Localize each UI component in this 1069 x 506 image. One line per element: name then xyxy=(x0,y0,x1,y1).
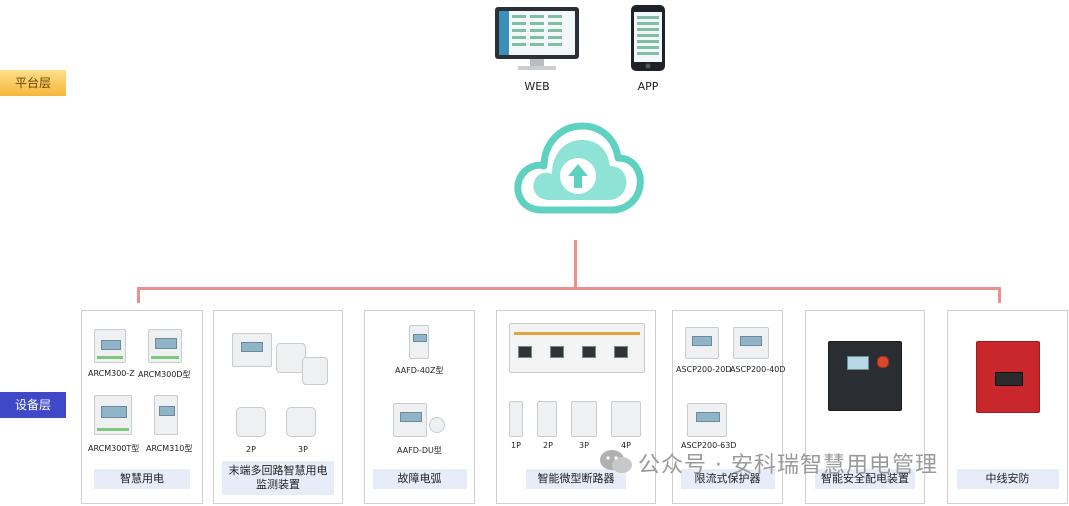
category-label: 智慧用电 xyxy=(94,469,190,489)
aafd-du-image xyxy=(393,403,427,437)
connector-horizontal xyxy=(137,287,1001,290)
monitor-icon xyxy=(495,7,579,70)
product-caption: 2P xyxy=(246,445,256,454)
connector-vertical xyxy=(574,240,577,288)
product-caption: 2P xyxy=(543,441,553,450)
sensor-2p-image xyxy=(236,407,266,437)
aafd-40z-image xyxy=(409,325,429,359)
category-label: 故障电弧 xyxy=(372,469,467,489)
phone-icon xyxy=(631,5,665,71)
product-caption: 3P xyxy=(579,441,589,450)
product-caption: 3P xyxy=(298,445,308,454)
product-caption: ARCM300-Z xyxy=(88,369,135,378)
neutral-protection-image xyxy=(976,341,1040,413)
product-caption: ARCM300T型 xyxy=(88,444,140,453)
category-label: 智能安全配电装置 xyxy=(815,469,915,489)
connector-drop xyxy=(998,287,1001,303)
arcm300t-image xyxy=(94,395,132,435)
device-layer-tag: 设备层 xyxy=(0,392,66,418)
web-label: WEB xyxy=(524,80,550,93)
product-caption: AAFD-40Z型 xyxy=(395,366,444,375)
distribution-cabinet-image xyxy=(828,341,902,411)
multi-circuit-device-image xyxy=(232,333,272,367)
ascp200-63d-image xyxy=(687,403,727,437)
connector-drop xyxy=(137,287,140,303)
app-label: APP xyxy=(637,80,659,93)
category-label: 中线安防 xyxy=(956,469,1059,489)
watermark-text: 公众号 · 安科瑞智慧用电管理 xyxy=(638,453,938,478)
breaker-2p-image xyxy=(537,401,557,437)
breaker-1p-image xyxy=(509,401,523,437)
product-caption: ASCP200-63D xyxy=(681,441,737,450)
category-label: 末端多回路智慧用电监测装置 xyxy=(222,461,334,495)
sensor-image xyxy=(302,357,328,385)
category-box-smart-breaker: 1P 2P 3P 4P 智能微型断路器 xyxy=(496,310,656,504)
sensor-3p-image xyxy=(286,407,316,437)
category-label: 限流式保护器 xyxy=(680,469,775,489)
category-box-multi-circuit: 2P 3P 末端多回路智慧用电监测装置 xyxy=(213,310,343,504)
product-caption: AAFD-DU型 xyxy=(397,446,442,455)
ascp200-40d-image xyxy=(733,327,769,359)
arcm310-image xyxy=(154,395,178,435)
category-label: 智能微型断路器 xyxy=(526,469,626,489)
category-box-safe-distribution: 智能安全配电装置 xyxy=(805,310,925,504)
category-box-smart-power: ARCM300-Z ARCM300D型 ARCM300T型 ARCM310型 智… xyxy=(81,310,203,504)
cloud-upload-icon xyxy=(514,122,644,214)
sensor-image xyxy=(276,343,306,373)
breaker-4p-image xyxy=(611,401,641,437)
ascp200-20d-image xyxy=(685,327,719,359)
category-box-arc-fault: AAFD-40Z型 AAFD-DU型 故障电弧 xyxy=(364,310,475,504)
ct-image xyxy=(429,417,445,433)
platform-layer-tag: 平台层 xyxy=(0,70,66,96)
product-caption: ASCP200-20D xyxy=(676,365,732,374)
product-caption: 4P xyxy=(621,441,631,450)
category-box-current-limit: ASCP200-20D ASCP200-40D ASCP200-63D 限流式保… xyxy=(672,310,786,504)
arcm300z-image xyxy=(94,329,126,363)
product-caption: ARCM300D型 xyxy=(138,370,191,379)
category-box-neutral-protection: 中线安防 xyxy=(947,310,1068,504)
product-caption: ASCP200-40D xyxy=(730,365,786,374)
breaker-3p-image xyxy=(571,401,597,437)
product-caption: ARCM310型 xyxy=(146,444,193,453)
breaker-rack-image xyxy=(509,323,645,373)
product-caption: 1P xyxy=(511,441,521,450)
arcm300d-image xyxy=(148,329,182,363)
wechat-icon xyxy=(600,450,632,473)
